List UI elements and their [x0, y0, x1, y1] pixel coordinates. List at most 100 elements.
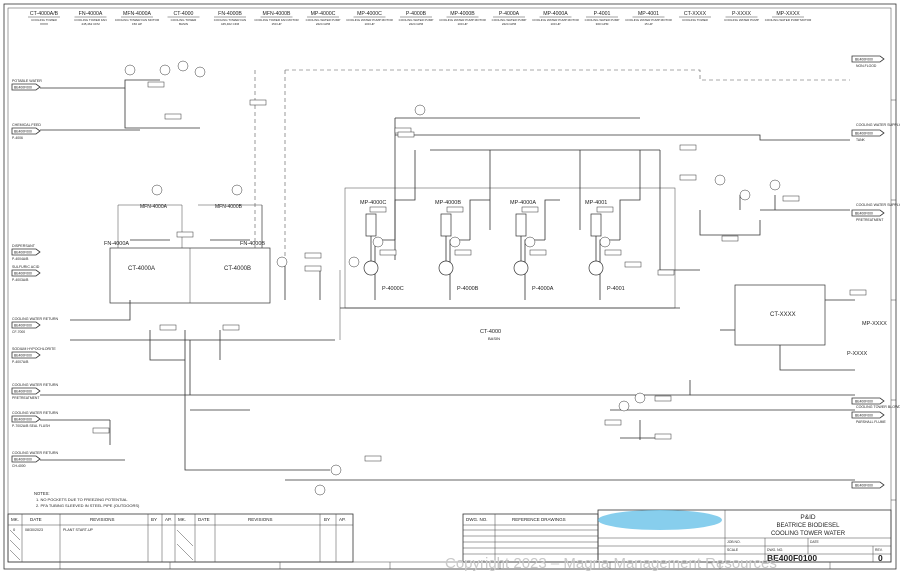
- pump-casing: [513, 260, 529, 276]
- tb-title: P&ID: [800, 514, 815, 521]
- header-equipment-tag: MFN-4000A: [123, 11, 152, 17]
- right-stream-ref: BE400F000: [855, 484, 873, 488]
- label-p-xxxx: P-XXXX: [847, 351, 868, 357]
- right-stream-note: TANK: [856, 138, 866, 142]
- left-stream-ref: BE400F000: [14, 272, 32, 276]
- right-stream-connector: COOLING TOWER BLOWDOWN BE400F000PARSHALL …: [851, 405, 900, 424]
- right-stream-ref: BE400F000: [855, 414, 873, 418]
- rev-hdr-ap: AP.: [165, 517, 172, 522]
- ref-hdr-ref: REFERENCE DRAWINGS: [512, 517, 566, 522]
- header-equipment-tag: P-4000B: [406, 11, 427, 17]
- header-equipment-tag: MP-4000C: [357, 11, 382, 17]
- label-mp-xxxx: MP-XXXX: [862, 321, 887, 327]
- pump-casing: [588, 260, 604, 276]
- rev2-hdr-ap: AP.: [339, 517, 346, 522]
- header-equipment-desc: COOLING TOWER: [31, 18, 58, 22]
- pump-motor: [365, 213, 377, 237]
- pump-casing: [438, 260, 454, 276]
- tb-scale-label: SCALE: [727, 548, 739, 552]
- header-equipment-desc: COOLING WATER PUMP: [306, 18, 341, 22]
- pump-label: P-4000C: [382, 286, 404, 292]
- tb-dwg-label: DWG. NO.: [767, 548, 783, 552]
- left-stream-note: CF-7000: [12, 330, 25, 334]
- rev-hdr-date: DATE: [30, 517, 42, 522]
- rev2-hdr-date: DATE: [198, 517, 210, 522]
- right-stream-ref: BE400F000: [855, 58, 873, 62]
- rev-row-mk: 0: [13, 527, 16, 532]
- label-motor-a: MFN-4000A: [140, 204, 168, 210]
- left-stream-ref: BE400F000: [14, 418, 32, 422]
- header-equipment-desc: COOLING WATER PUMP MOTOR: [439, 18, 486, 22]
- header-equipment-desc: COOLING WATER PUMP MOTOR: [532, 18, 579, 22]
- right-stream-note: NON-FLOOD: [856, 64, 877, 68]
- rev-hdr-revisions: REVISIONS: [90, 517, 115, 522]
- left-stream-name: COOLING WATER RETURN: [12, 411, 59, 415]
- rev-row-date: 08/30/2023: [25, 528, 43, 532]
- header-equipment-spec: 100 HP: [364, 22, 374, 26]
- header-equipment-spec: 150 HP: [271, 22, 281, 26]
- left-stream-name: DISPERSANT: [12, 244, 36, 248]
- tb-drawing-number: BE400F0100: [767, 553, 817, 563]
- pump-motor-label: MP-4000A: [510, 200, 536, 206]
- rev-hdr-mk: MK.: [11, 517, 19, 522]
- header-equipment-spec: 445,462 CFM: [221, 22, 240, 26]
- rev-row-desc: PLANT START-UP: [63, 528, 94, 532]
- header-equipment-tag: MP-4000C: [311, 11, 336, 17]
- left-stream-name: SULFURIC ACID: [12, 265, 40, 269]
- header-equipment-spec: 15 HP: [644, 22, 652, 26]
- left-stream-ref: BE400F000: [14, 86, 32, 90]
- header-equipment-desc: COOLING WATER PUMP: [724, 18, 759, 22]
- pump-label: P-4000B: [457, 286, 479, 292]
- header-equipment-tag: CT-4000: [174, 11, 194, 17]
- pump-motor: [515, 213, 527, 237]
- left-stream-ref: BE400F000: [14, 354, 32, 358]
- header-equipment-desc: COOLING TOWER FAN: [74, 18, 106, 22]
- header-equipment-desc: COOLING WATER PUMP: [585, 18, 620, 22]
- left-stream-name: COOLING WATER RETURN: [12, 383, 59, 387]
- right-stream-note: PARSHALL FLUME: [856, 420, 887, 424]
- left-stream-ref: BE400F000: [14, 251, 32, 255]
- label-tower-b: CT-4000B: [224, 266, 251, 272]
- header-equipment-desc: COOLING TOWER FAN: [214, 18, 246, 22]
- header-equipment-desc: COOLING WATER PUMP MOTOR: [625, 18, 672, 22]
- left-stream-note: P-4004A/B: [12, 257, 29, 261]
- left-stream-name: COOLING WATER RETURN: [12, 451, 59, 455]
- left-stream-name: SODIUM HYPOCHLORITE: [12, 347, 56, 351]
- right-stream-connector: BE400F000: [851, 397, 885, 405]
- copyright-watermark: Copyright 2023 – Magna Management Resour…: [445, 555, 777, 572]
- valve-tag-boxes: [92, 81, 867, 462]
- left-stream-ref: BE400F000: [14, 458, 32, 462]
- header-equipment-spec: 2224 GPM: [502, 22, 517, 26]
- pump-motor: [590, 213, 602, 237]
- revision-block: MK. DATE REVISIONS BY AP. 0 08/30/2023 P…: [7, 513, 354, 563]
- header-equipment-tag: P-4000A: [499, 11, 520, 17]
- redaction-blot: [598, 510, 722, 530]
- tb-revision: 0: [878, 553, 883, 563]
- left-stream-note: PRETREATMENT: [12, 396, 39, 400]
- right-stream-name: COOLING TOWER BLOWDOWN: [856, 405, 900, 409]
- right-stream-note: PRETREATMENT: [856, 218, 883, 222]
- left-stream-name: POTABLE WATER: [12, 79, 42, 83]
- note-1: 1. NO POCKETS DUE TO FREEZING POTENTIAL: [36, 497, 128, 502]
- left-stream-note: P-4007A/B: [12, 360, 29, 364]
- right-stream-ref: BE400F000: [855, 400, 873, 404]
- header-equipment-spec: 2224 GPM: [316, 22, 331, 26]
